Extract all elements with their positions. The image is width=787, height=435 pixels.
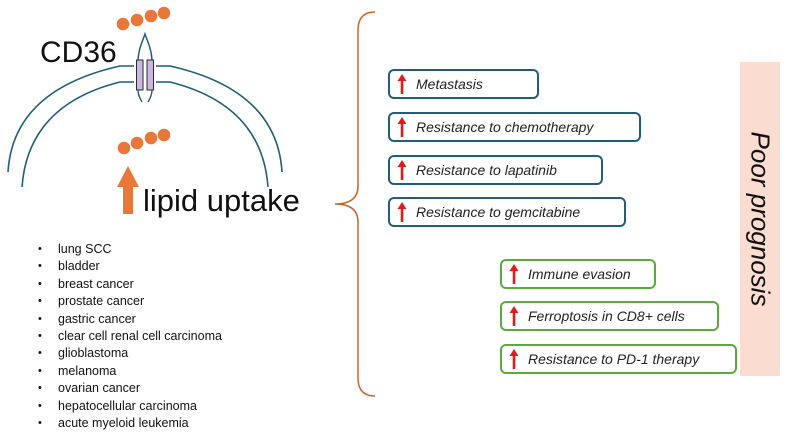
curly-brace-icon [334,11,376,397]
list-item: gastric cancer [36,311,222,329]
lipid-molecules-inside-icon [117,128,171,155]
effect-label: Resistance to chemotherapy [416,119,594,135]
effect-box-gemcitabine: Resistance to gemcitabine [388,197,626,227]
list-item: ovarian cancer [36,380,222,398]
red-up-arrow-icon [509,264,519,284]
poor-prognosis-label: Poor prognosis [745,131,776,307]
list-item: lung SCC [36,241,222,259]
red-up-arrow-icon [397,74,407,94]
cd36-receptor-icon [136,31,154,103]
cancer-type-list: lung SCC bladder breast cancer prostate … [36,241,222,433]
effect-box-metastasis: Metastasis [388,69,539,99]
effect-label: Resistance to lapatinib [416,162,557,178]
increase-arrow-icon [117,166,139,214]
effect-label: Immune evasion [528,266,631,282]
effect-box-lapatinib: Resistance to lapatinib [388,155,603,185]
effect-box-immune-evasion: Immune evasion [500,259,656,289]
list-item: breast cancer [36,276,222,294]
effect-box-ferroptosis: Ferroptosis in CD8+ cells [500,301,719,331]
effect-label: Resistance to PD-1 therapy [528,351,700,367]
list-item: hepatocellular carcinoma [36,398,222,416]
red-up-arrow-icon [397,117,407,137]
effect-label: Resistance to gemcitabine [416,204,581,220]
effect-box-pd1-therapy: Resistance to PD-1 therapy [500,344,737,374]
red-up-arrow-icon [397,160,407,180]
list-item: prostate cancer [36,293,222,311]
red-up-arrow-icon [509,306,519,326]
list-item: melanoma [36,363,222,381]
effect-box-chemotherapy: Resistance to chemotherapy [388,112,641,142]
lipid-molecules-outside-icon [116,6,171,31]
cell-membrane-inner [21,81,269,188]
lipid-uptake-label: lipid uptake [143,183,300,218]
effect-label: Metastasis [416,76,483,92]
red-up-arrow-icon [509,349,519,369]
list-item: bladder [36,258,222,276]
list-item: glioblastoma [36,345,222,363]
red-up-arrow-icon [397,202,407,222]
effect-label: Ferroptosis in CD8+ cells [528,308,685,324]
cd36-label: CD36 [40,36,117,69]
poor-prognosis-band: Poor prognosis [740,62,780,376]
list-item: clear cell renal cell carcinoma [36,328,222,346]
cell-membrane-outer [7,65,283,173]
list-item: acute myeloid leukemia [36,415,222,433]
